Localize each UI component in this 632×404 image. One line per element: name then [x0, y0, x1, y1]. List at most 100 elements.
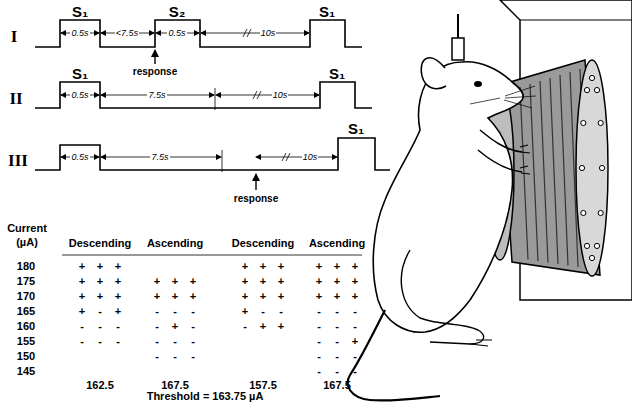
trial-result: + — [278, 321, 284, 332]
trial-result: + — [242, 306, 248, 317]
block-threshold: 157.5 — [249, 380, 277, 391]
trial-result: - — [173, 336, 177, 347]
trial-result: + — [260, 291, 266, 302]
trial-result: - — [335, 351, 339, 362]
trial-result: - — [353, 306, 357, 317]
trial-result: + — [352, 276, 358, 287]
trial-result: - — [317, 366, 321, 377]
column-header: Ascending — [309, 238, 365, 249]
trial-result: - — [261, 306, 265, 317]
trial-result: - — [353, 351, 357, 362]
trial-result: - — [317, 306, 321, 317]
duration-label: 0.5s — [167, 29, 186, 38]
trial-result: + — [316, 291, 322, 302]
trial-result: - — [335, 336, 339, 347]
trial-result: - — [173, 351, 177, 362]
stimulus-label: S₁ — [348, 121, 364, 136]
drum-hole — [598, 210, 603, 215]
trial-result: + — [334, 276, 340, 287]
trial-result: + — [334, 261, 340, 272]
trial-result: + — [352, 336, 358, 347]
drum-hole — [598, 120, 603, 125]
trial-result: + — [115, 291, 121, 302]
trial-result: - — [155, 306, 159, 317]
duration-label: 0.5s — [70, 153, 89, 162]
trial-result: + — [242, 291, 248, 302]
stimulus-label: S₁ — [72, 66, 88, 81]
row-numeral: III — [8, 152, 28, 169]
trial-result: + — [278, 276, 284, 287]
trial-result: - — [317, 321, 321, 332]
drum-hole — [594, 243, 599, 248]
stimulus-label: S₁ — [72, 4, 88, 19]
column-header: Ascending — [147, 238, 203, 249]
trial-result: + — [97, 276, 103, 287]
stimulus-label: S₁ — [319, 4, 335, 19]
duration-label: 10s — [260, 29, 277, 38]
trial-result: + — [352, 291, 358, 302]
drum-ridge — [530, 84, 538, 261]
trial-result: - — [335, 321, 339, 332]
trial-result: - — [191, 351, 195, 362]
duration-label: 7.5s — [150, 153, 169, 162]
trial-result: - — [80, 336, 84, 347]
trial-result: + — [316, 276, 322, 287]
trial-result: + — [97, 291, 103, 302]
drum-hole — [581, 120, 586, 125]
current-value: 150 — [17, 351, 35, 362]
column-header: Descending — [69, 238, 131, 249]
block-threshold: 162.5 — [86, 380, 114, 391]
trial-result: - — [279, 306, 283, 317]
trial-result: + — [242, 276, 248, 287]
trial-result: - — [98, 336, 102, 347]
trial-result: - — [116, 336, 120, 347]
current-value: 175 — [17, 276, 35, 287]
trial-result: + — [154, 291, 160, 302]
trial-result: + — [172, 276, 178, 287]
current-value: 155 — [17, 336, 35, 347]
trial-result: - — [155, 336, 159, 347]
trial-result: - — [353, 321, 357, 332]
trial-result: - — [317, 336, 321, 347]
trial-result: - — [191, 306, 195, 317]
drum-hole — [589, 75, 594, 80]
current-value: 170 — [17, 291, 35, 302]
trial-result: + — [190, 276, 196, 287]
trial-result: + — [260, 261, 266, 272]
drum-hole — [581, 210, 586, 215]
trial-result: + — [115, 306, 121, 317]
duration-label: 0.5s — [70, 91, 89, 100]
stimulus-label: S₂ — [169, 4, 186, 19]
trial-result: - — [155, 351, 159, 362]
trial-result: + — [79, 291, 85, 302]
drum-ridge — [560, 75, 568, 266]
trial-result: + — [316, 261, 322, 272]
current-value: 180 — [17, 261, 35, 272]
trial-result: - — [80, 321, 84, 332]
stimulus-label: S₁ — [329, 66, 345, 81]
duration-label: 7.5s — [147, 91, 166, 100]
drum-hole — [594, 87, 599, 92]
column-header: Current (µA) — [2, 222, 52, 250]
trial-result: + — [97, 261, 103, 272]
trial-result: + — [115, 276, 121, 287]
trial-result: + — [334, 291, 340, 302]
trial-result: + — [242, 261, 248, 272]
trial-result: - — [116, 321, 120, 332]
trial-result: - — [98, 321, 102, 332]
drum-hole — [599, 165, 604, 170]
trial-result: - — [173, 306, 177, 317]
duration-label: 10s — [302, 153, 319, 162]
column-header: Descending — [232, 238, 294, 249]
row-numeral: I — [11, 28, 18, 45]
row-numeral: II — [9, 90, 22, 107]
current-value: 165 — [17, 306, 35, 317]
drum-hole — [584, 243, 589, 248]
current-value: 160 — [17, 321, 35, 332]
trial-result: + — [278, 261, 284, 272]
trial-result: - — [353, 366, 357, 377]
trial-result: + — [79, 261, 85, 272]
overall-threshold: Threshold = 163.75 µA — [147, 391, 264, 402]
